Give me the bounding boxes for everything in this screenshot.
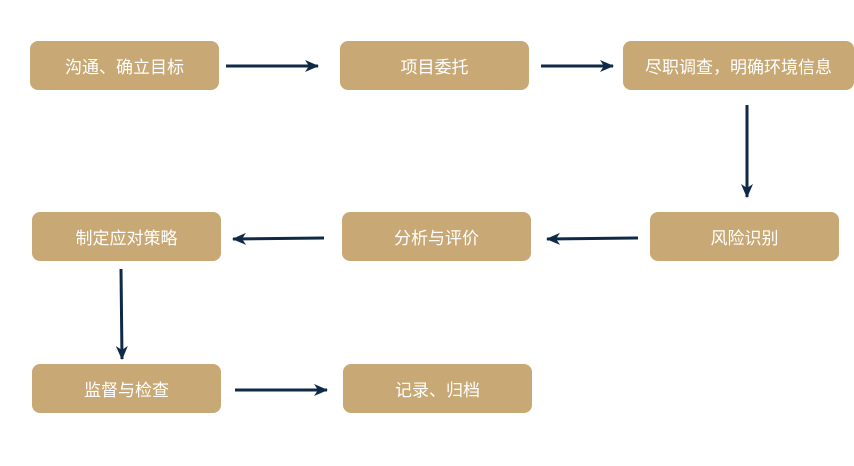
- step-due-diligence: 尽职调查，明确环境信息: [623, 41, 854, 90]
- step-label: 项目委托: [400, 58, 469, 78]
- arrow-step5-to-step6: [232, 232, 325, 245]
- arrow-step4-to-step5: [546, 232, 639, 245]
- step-label: 沟通、确立目标: [65, 58, 184, 78]
- step-communicate-set-goals: 沟通、确立目标: [30, 41, 219, 90]
- step-label: 分析与评价: [394, 229, 479, 249]
- step-label: 记录、归档: [395, 381, 480, 401]
- arrow-step6-to-step7: [115, 268, 128, 360]
- step-label: 监督与检查: [84, 381, 169, 401]
- step-analysis-evaluation: 分析与评价: [342, 212, 531, 261]
- step-label: 制定应对策略: [75, 229, 178, 249]
- step-label: 风险识别: [710, 229, 779, 249]
- step-project-commission: 项目委托: [340, 41, 529, 90]
- step-risk-identification: 风险识别: [650, 212, 839, 261]
- step-record-archive: 记录、归档: [343, 364, 532, 413]
- step-label: 尽职调查，明确环境信息: [645, 58, 832, 78]
- step-response-strategy: 制定应对策略: [32, 212, 221, 261]
- step-monitor-inspect: 监督与检查: [32, 364, 221, 413]
